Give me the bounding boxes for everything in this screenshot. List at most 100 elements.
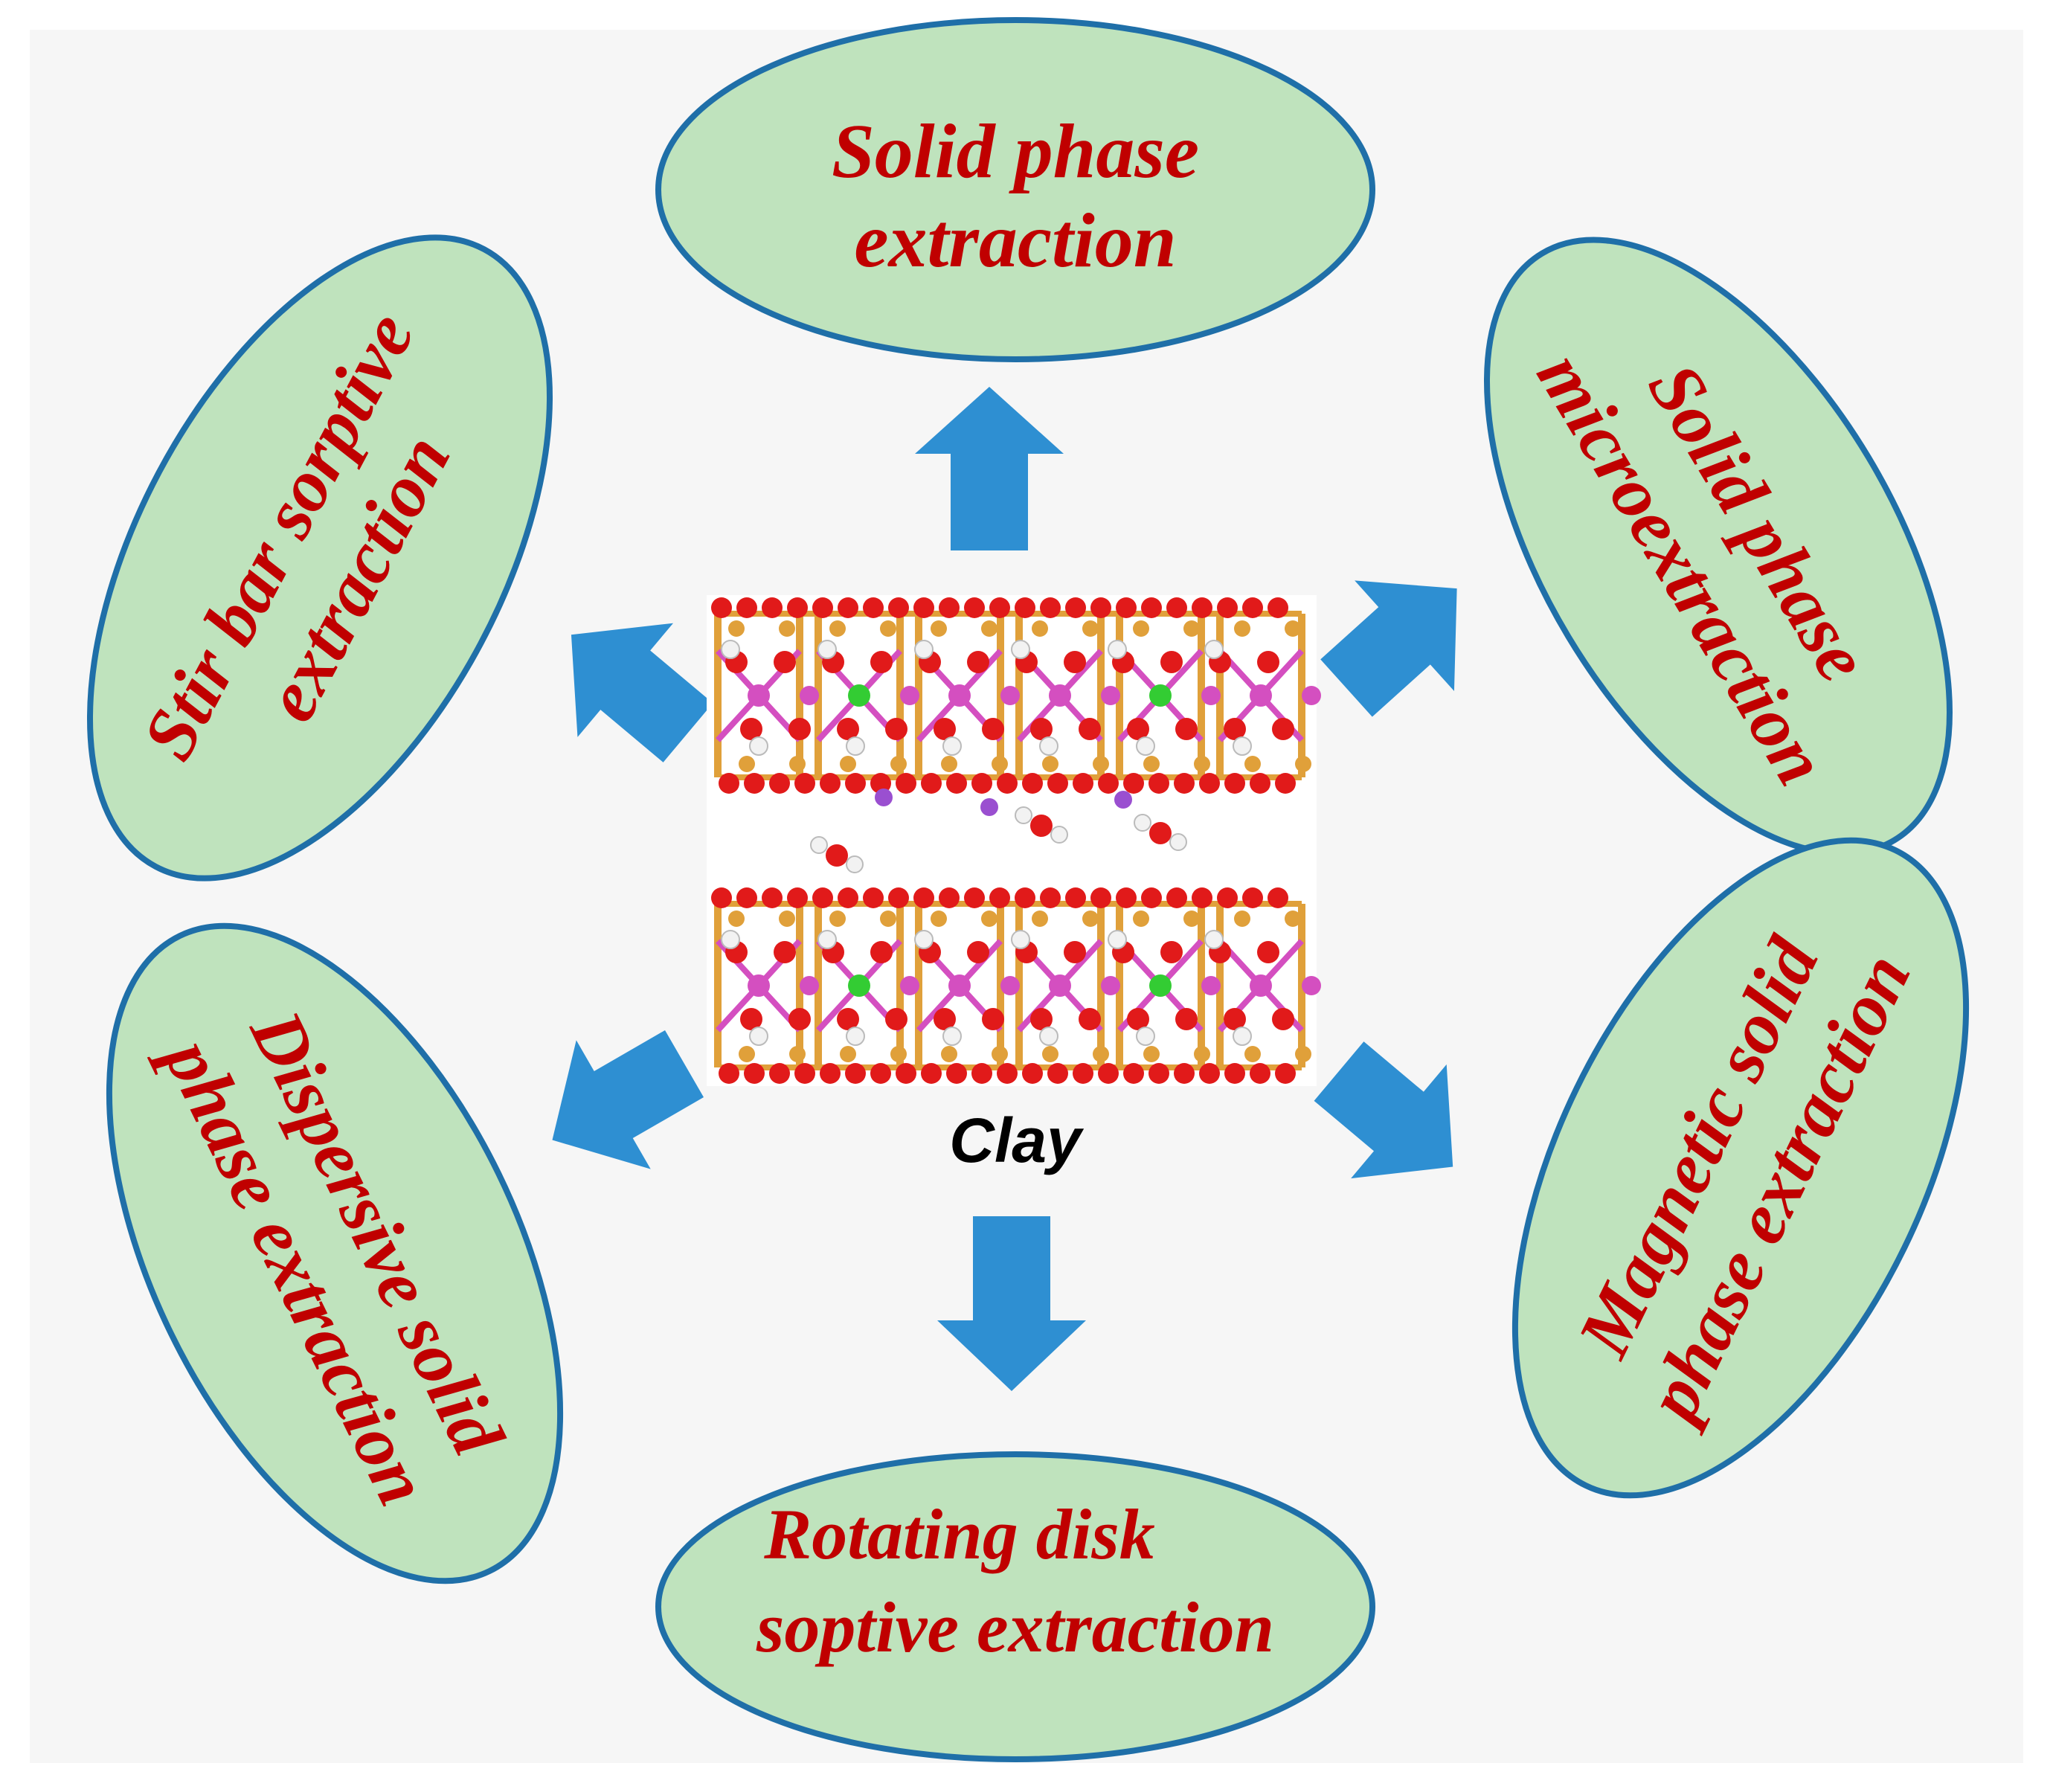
oxygen-atom bbox=[885, 718, 907, 740]
water-hydrogen-atom bbox=[1050, 826, 1068, 844]
silicon-atom bbox=[779, 620, 795, 637]
silicon-atom bbox=[840, 756, 856, 772]
oxygen-atom bbox=[774, 941, 796, 963]
oxygen-atom bbox=[1098, 773, 1119, 794]
method-ellipse bbox=[655, 1451, 1375, 1762]
silicon-atom bbox=[1133, 911, 1149, 927]
oxygen-atom bbox=[870, 773, 891, 794]
oxygen-atom bbox=[744, 1063, 765, 1084]
oxygen-atom bbox=[1224, 773, 1245, 794]
octahedral-metal-atom bbox=[1101, 686, 1120, 705]
oxygen-atom bbox=[769, 1063, 790, 1084]
oxygen-atom bbox=[762, 887, 783, 908]
silicon-atom bbox=[981, 911, 997, 927]
silicon-atom bbox=[931, 911, 947, 927]
octahedral-metal-atom bbox=[1302, 686, 1321, 705]
hydrogen-atom bbox=[914, 640, 934, 659]
oxygen-atom bbox=[1275, 1063, 1296, 1084]
arrow-down bbox=[937, 1216, 1086, 1391]
oxygen-atom bbox=[838, 597, 858, 618]
silicon-atom bbox=[941, 1046, 957, 1062]
oxygen-atom bbox=[939, 887, 960, 908]
oxygen-atom bbox=[1217, 597, 1238, 618]
oxygen-atom bbox=[820, 773, 841, 794]
arrow-shape bbox=[1314, 1041, 1453, 1179]
oxygen-atom bbox=[812, 887, 833, 908]
clay-layer-bottom bbox=[711, 887, 1321, 1084]
oxygen-atom bbox=[989, 597, 1010, 618]
oxygen-atom bbox=[769, 773, 790, 794]
octahedral-metal-atom bbox=[1000, 686, 1020, 705]
octahedral-metal-atom bbox=[1250, 974, 1272, 997]
silicon-atom bbox=[880, 620, 896, 637]
octahedral-metal-atom bbox=[1201, 686, 1221, 705]
arrow-down-right bbox=[1314, 1041, 1453, 1179]
oxygen-atom bbox=[1148, 773, 1169, 794]
silicon-atom bbox=[992, 756, 1008, 772]
oxygen-atom bbox=[820, 1063, 841, 1084]
oxygen-atom bbox=[1272, 718, 1294, 740]
silicon-atom bbox=[779, 911, 795, 927]
silicon-atom bbox=[1042, 1046, 1058, 1062]
hydrogen-atom bbox=[1039, 1027, 1058, 1046]
oxygen-atom bbox=[1079, 1008, 1101, 1030]
interlayer-cation bbox=[980, 798, 998, 816]
oxygen-atom bbox=[1199, 1063, 1220, 1084]
oxygen-atom bbox=[1073, 773, 1093, 794]
oxygen-atom bbox=[870, 1063, 891, 1084]
oxygen-atom bbox=[939, 597, 960, 618]
method-label-line2: extraction bbox=[854, 198, 1176, 283]
oxygen-atom bbox=[1127, 718, 1149, 740]
water-hydrogen-atom bbox=[846, 855, 864, 873]
substituted-metal-atom bbox=[1149, 684, 1172, 707]
oxygen-atom bbox=[1242, 887, 1263, 908]
hydrogen-atom bbox=[914, 930, 934, 949]
silicon-atom bbox=[1093, 1046, 1109, 1062]
oxygen-atom bbox=[870, 941, 893, 963]
oxygen-atom bbox=[719, 773, 739, 794]
oxygen-atom bbox=[1141, 887, 1162, 908]
oxygen-atom bbox=[863, 597, 884, 618]
oxygen-atom bbox=[870, 651, 893, 673]
substituted-metal-atom bbox=[848, 974, 870, 997]
oxygen-atom bbox=[774, 651, 796, 673]
method-ellipse bbox=[86, 234, 553, 881]
oxygen-atom bbox=[1047, 1063, 1068, 1084]
substituted-metal-atom bbox=[1149, 974, 1172, 997]
oxygen-atom bbox=[934, 718, 956, 740]
oxygen-atom bbox=[921, 773, 942, 794]
oxygen-atom bbox=[1160, 651, 1183, 673]
oxygen-atom bbox=[964, 887, 985, 908]
silicon-atom bbox=[1082, 911, 1099, 927]
silicon-atom bbox=[1183, 911, 1200, 927]
arrow-up bbox=[915, 387, 1064, 550]
silicon-atom bbox=[1234, 620, 1250, 637]
silicon-atom bbox=[829, 620, 846, 637]
hydrogen-atom bbox=[1233, 1027, 1252, 1046]
arrow-shape bbox=[937, 1216, 1086, 1391]
oxygen-atom bbox=[1242, 597, 1263, 618]
oxygen-atom bbox=[812, 597, 833, 618]
oxygen-atom bbox=[1040, 597, 1061, 618]
method-ellipse bbox=[1484, 237, 1953, 857]
oxygen-atom bbox=[787, 597, 808, 618]
hydrogen-atom bbox=[1136, 736, 1155, 756]
oxygen-atom bbox=[1250, 1063, 1270, 1084]
octahedral-metal-atom bbox=[948, 684, 971, 707]
interlayer-cation bbox=[875, 789, 893, 806]
oxygen-atom bbox=[794, 1063, 815, 1084]
method-solid-phase-extraction: Solid phase extraction bbox=[655, 17, 1375, 362]
oxygen-atom bbox=[1275, 773, 1296, 794]
silicon-atom bbox=[728, 620, 745, 637]
hydrogen-atom bbox=[1011, 640, 1030, 659]
oxygen-atom bbox=[1224, 1008, 1246, 1030]
oxygen-atom bbox=[1022, 1063, 1043, 1084]
oxygen-atom bbox=[1116, 597, 1137, 618]
oxygen-atom bbox=[1175, 1008, 1198, 1030]
silicon-atom bbox=[1032, 911, 1048, 927]
silicon-atom bbox=[1234, 911, 1250, 927]
oxygen-atom bbox=[711, 887, 732, 908]
silicon-atom bbox=[1133, 620, 1149, 637]
oxygen-atom bbox=[788, 718, 811, 740]
arrows bbox=[552, 387, 1457, 1391]
